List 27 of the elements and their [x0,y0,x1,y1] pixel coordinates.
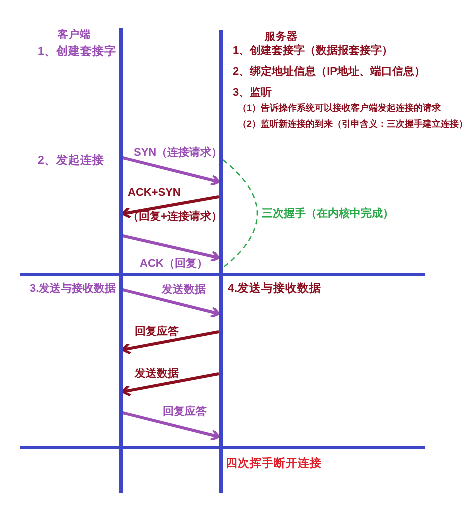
arrow [122,156,220,186]
lifeline-heading: 客户端 [58,28,91,42]
step-label: 1、创建套接字 [38,44,116,59]
step-label: 1、创建套接字（数据报套接字） [233,44,394,58]
lifeline-heading: 服务器 [265,30,298,44]
annotation-text: 三次握手（在内核中完成） [262,206,394,221]
edge-label: 回复应答 [163,404,207,419]
edge-label: 发送数据 [162,282,206,297]
edge-label: 发送数据 [135,366,179,381]
step-label: 4.发送与接收数据 [228,281,322,296]
arrow [122,330,220,355]
arrow [122,234,220,263]
step-label: 2、绑定地址信息（IP地址、端口信息） [233,64,426,79]
step-label: 3、监听 [233,86,272,100]
arrow [122,412,220,442]
note-text: （2）监听新连接的到来（引申含义：三次握手建立连接） [238,118,468,131]
note-text: （1）告诉操作系统可以接收客户端发起连接的请求 [238,102,442,115]
step-label: 2、发起连接 [38,153,104,168]
edge-label: 回复应答 [135,324,179,339]
arrow [122,196,220,219]
step-label: 四次挥手断开连接 [226,456,322,471]
edge-label: SYN（连接请求） [134,146,223,160]
arrow [122,372,220,397]
step-label: 3.发送与接收数据 [30,282,116,296]
arrow [122,288,220,318]
edge-label: ACK（回复） [140,257,208,271]
edge-label: ACK+SYN （回复+连接请求） [128,186,224,225]
